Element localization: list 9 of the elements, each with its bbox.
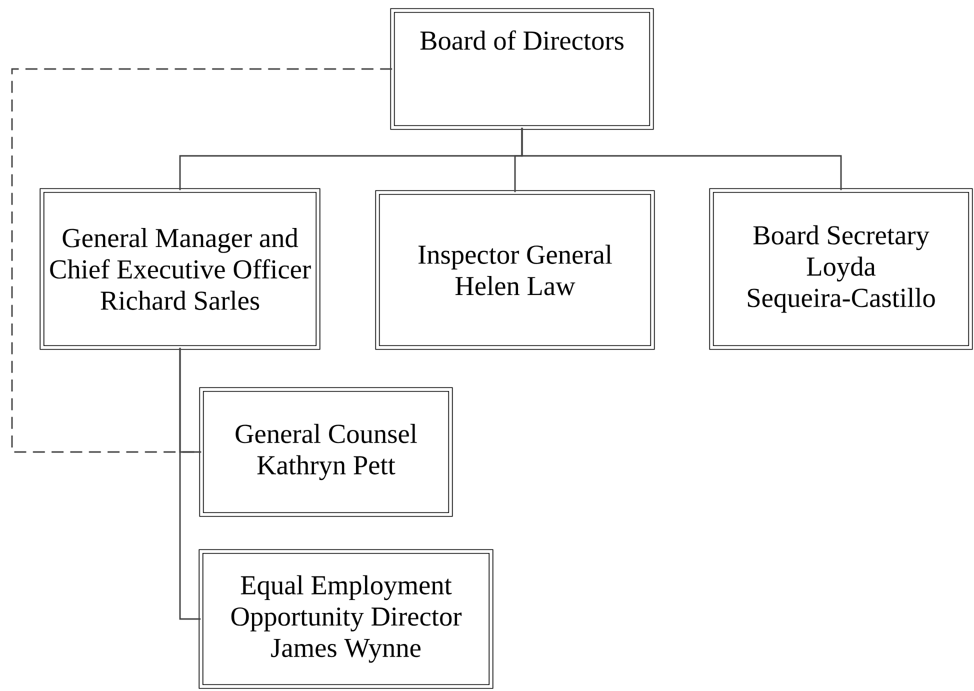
org-box: Inspector General Helen Law [375,190,655,350]
org-box: General Manager and Chief Executive Officer Richard Sarles [40,188,320,350]
org-box: Equal Employment Opportunity Director James Wynne [198,549,494,689]
org-box: Board of Directors [390,8,654,130]
org-box: Board Secretary Loyda Sequeira-Castillo [709,188,973,350]
connector-line [11,68,392,453]
connector-line [521,128,842,190]
connector-line [179,348,201,620]
org-box: General Counsel Kathryn Pett [199,387,453,517]
